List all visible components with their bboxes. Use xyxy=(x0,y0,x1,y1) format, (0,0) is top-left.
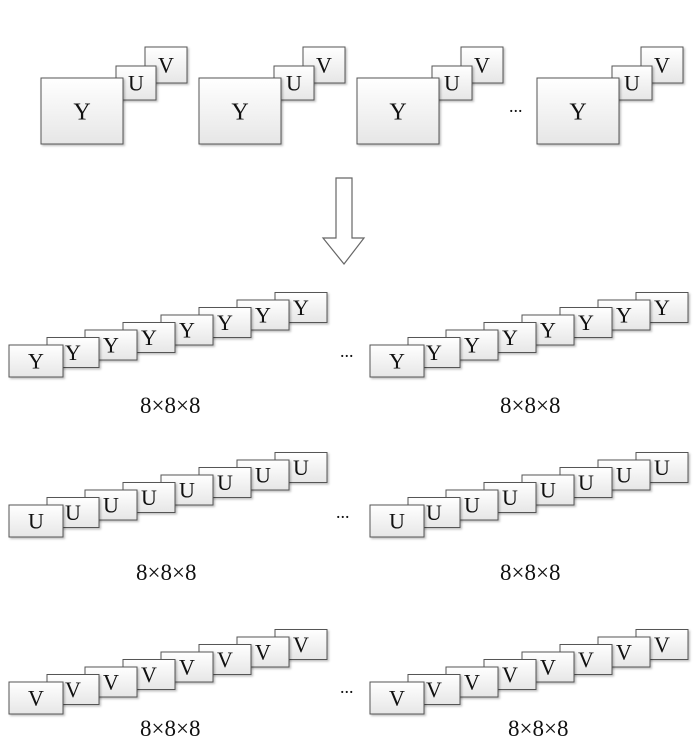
block-y-box-label: Y xyxy=(103,333,119,358)
block-y-box-label: Y xyxy=(578,310,594,335)
caption-y-right: 8×8×8 xyxy=(500,393,560,418)
frame-ellipsis: ... xyxy=(509,96,523,116)
frame-y-box-label: Y xyxy=(569,99,586,125)
block-u-box-label: U xyxy=(502,485,518,510)
block-u-box-label: U xyxy=(217,470,233,495)
block-ellipsis-u: ... xyxy=(336,502,350,522)
block-v-box-label: V xyxy=(654,632,670,657)
block-v-box-label: V xyxy=(141,662,157,687)
block-u-box-label: U xyxy=(293,455,309,480)
block-ellipsis-v: ... xyxy=(340,677,354,697)
block-u-box-label: U xyxy=(578,470,594,495)
block-y-box-label: Y xyxy=(28,349,44,374)
frame-3: VU Y xyxy=(356,46,504,145)
frame-y-box: Y xyxy=(536,77,620,145)
block-u-box-label: U xyxy=(103,493,119,518)
caption-v-right: 8×8×8 xyxy=(508,716,568,741)
block-ellipsis-y: ... xyxy=(340,341,354,361)
block-u-box-label: U xyxy=(389,509,405,534)
block-v-box-label: V xyxy=(255,640,271,665)
block-y-box-label: Y xyxy=(464,333,480,358)
frame-y-box-label: Y xyxy=(231,99,248,125)
caption-y-left: 8×8×8 xyxy=(140,393,200,418)
block-u-box-label: U xyxy=(540,478,556,503)
block-v-box-label: V xyxy=(502,662,518,687)
block-u-box-label: U xyxy=(179,478,195,503)
block-v-box-label: V xyxy=(426,677,442,702)
frame-2: VU Y xyxy=(198,46,346,145)
block-y-box-label: Y xyxy=(217,310,233,335)
block-y-box-label: Y xyxy=(502,325,518,350)
block-y-box-label: Y xyxy=(426,340,442,365)
block-v-box-label: V xyxy=(28,686,44,711)
block-y-box-label: Y xyxy=(616,303,632,328)
block-y-box-label: Y xyxy=(255,303,271,328)
block-u-box-label: U xyxy=(616,463,632,488)
block-y-box-label: Y xyxy=(540,318,556,343)
block-v-box-label: V xyxy=(217,647,233,672)
caption-u-right: 8×8×8 xyxy=(500,560,560,585)
frame-u-box-label: U xyxy=(444,71,460,96)
frame-y-box-label: Y xyxy=(389,99,406,125)
block-v-box-label: V xyxy=(389,686,405,711)
frame-u-box-label: U xyxy=(286,71,302,96)
block-y-box-label: Y xyxy=(141,325,157,350)
frame-u-box-label: U xyxy=(128,71,144,96)
block-v-box: V xyxy=(8,681,64,715)
caption-v-left: 8×8×8 xyxy=(140,716,200,741)
block-v-box: V xyxy=(236,636,290,668)
block-v-box-label: V xyxy=(293,632,309,657)
block-y-box-label: Y xyxy=(65,340,81,365)
block-v-box-label: V xyxy=(540,655,556,680)
block-u-box: U xyxy=(635,452,689,483)
frame-1: VU Y xyxy=(40,46,188,145)
frame-v-box-label: V xyxy=(158,53,174,78)
block-u-box-label: U xyxy=(426,500,442,525)
frame-y-box: Y xyxy=(356,77,440,145)
block-u-box: U xyxy=(369,504,425,538)
block-u-box-label: U xyxy=(464,493,480,518)
block-y-box-label: Y xyxy=(179,318,195,343)
block-v-box-label: V xyxy=(179,655,195,680)
frame-u-box-label: U xyxy=(624,71,640,96)
block-y-box: Y xyxy=(8,344,64,378)
caption-u-left: 8×8×8 xyxy=(136,560,196,585)
frame-v-box: V xyxy=(640,46,684,84)
block-y-box-label: Y xyxy=(293,295,309,320)
frame-y-box: Y xyxy=(40,77,124,145)
block-v-box: V xyxy=(369,681,425,715)
frame-v-box-label: V xyxy=(316,53,332,78)
block-y-box-label: Y xyxy=(389,349,405,374)
block-u-box-label: U xyxy=(255,463,271,488)
block-v-box-label: V xyxy=(616,640,632,665)
block-u-box-label: U xyxy=(141,485,157,510)
frame-4: VU Y xyxy=(536,46,684,145)
block-y-box-label: Y xyxy=(654,295,670,320)
blocks-area: YYYYYYYYYYYYYYYYUUUUUUUUUUUUUUUUVVVVVVVV… xyxy=(8,292,689,715)
frame-y-box: Y xyxy=(198,77,282,145)
block-v-box-label: V xyxy=(65,677,81,702)
down-arrow-icon xyxy=(321,177,366,265)
frame-v-box-label: V xyxy=(474,53,490,78)
frame-v-box: V xyxy=(302,46,346,84)
block-v-box-label: V xyxy=(103,670,119,695)
block-u-box-label: U xyxy=(65,500,81,525)
block-u-box-label: U xyxy=(28,509,44,534)
frame-y-box-label: Y xyxy=(73,99,90,125)
block-y-box: Y xyxy=(369,344,425,378)
block-v-box-label: V xyxy=(464,670,480,695)
block-u-box-label: U xyxy=(654,455,670,480)
block-u-box: U xyxy=(8,504,64,538)
block-v-box-label: V xyxy=(578,647,594,672)
frame-v-box-label: V xyxy=(654,53,670,78)
